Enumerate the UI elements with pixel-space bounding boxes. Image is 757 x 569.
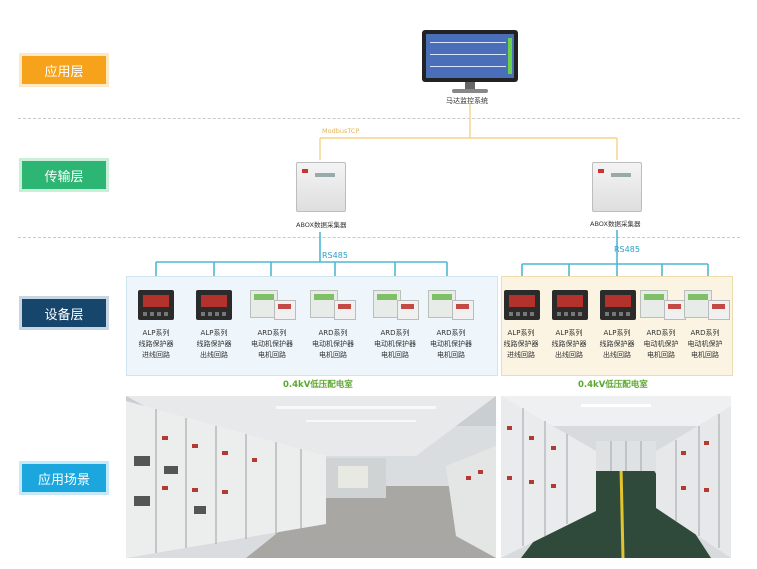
switchgear-room-left-illustration	[126, 396, 496, 558]
rs485-left-lines	[155, 232, 448, 280]
device-left-2-icon	[196, 290, 232, 320]
rs485-right-lines	[521, 230, 709, 282]
bus-right-label: RS485	[614, 245, 640, 254]
device-right-2-caption: ALP系列线路保护器出线回路	[551, 329, 587, 359]
device-left-3-caption: ARD系列电动机保护器电机回路	[251, 329, 293, 359]
monitor-icon	[422, 30, 518, 94]
gateway-right-icon	[592, 162, 642, 212]
device-right-3-caption: ALP系列线路保护器出线回路	[599, 329, 635, 359]
device-left-3-icon	[250, 290, 296, 320]
switchgear-room-photo-left	[126, 396, 496, 558]
system-label: 马达监控系统	[446, 97, 488, 105]
switchgear-room-photo-right	[501, 396, 731, 558]
device-left-6-icon	[428, 290, 474, 320]
device-left-5-icon	[373, 290, 419, 320]
device-right-3-icon	[600, 290, 636, 320]
device-left-4-caption: ARD系列电动机保护器电机回路	[312, 329, 354, 359]
gateway-right-label: ABOX数据采集器	[590, 220, 641, 228]
room-label-right: 0.4kV低压配电室	[578, 380, 648, 390]
room-label-left: 0.4kV低压配电室	[283, 380, 353, 390]
protocol-label: ModbusTCP	[322, 127, 360, 135]
device-right-2-icon	[552, 290, 588, 320]
gateway-left-label: ABOX数据采集器	[296, 221, 347, 229]
divider-middle	[18, 237, 740, 238]
tcp-lines	[319, 104, 618, 160]
device-left-4-icon	[310, 290, 356, 320]
device-left-2-caption: ALP系列线路保护器出线回路	[196, 329, 232, 359]
layer-label-transport: 传输层	[22, 161, 106, 189]
gateway-left-icon	[296, 162, 346, 212]
device-right-1-icon	[504, 290, 540, 320]
device-left-6-caption: ARD系列电动机保护器电机回路	[430, 329, 472, 359]
layer-label-device: 设备层	[22, 299, 106, 327]
bus-left-label: RS485	[322, 251, 348, 260]
device-right-1-caption: ALP系列线路保护器进线回路	[503, 329, 539, 359]
device-left-1-icon	[138, 290, 174, 320]
device-left-1-caption: ALP系列线路保护器进线回路	[138, 329, 174, 359]
device-right-5-caption: ARD系列电动机保护电机回路	[687, 329, 723, 359]
device-right-5-icon	[684, 290, 730, 320]
device-right-4-caption: ARD系列电动机保护电机回路	[643, 329, 679, 359]
switchgear-room-right-illustration	[501, 396, 731, 558]
divider-top	[18, 118, 740, 119]
layer-label-application: 应用层	[22, 56, 106, 84]
layer-label-scenario: 应用场景	[22, 464, 106, 492]
device-left-5-caption: ARD系列电动机保护器电机回路	[374, 329, 416, 359]
device-right-4-icon	[640, 290, 686, 320]
